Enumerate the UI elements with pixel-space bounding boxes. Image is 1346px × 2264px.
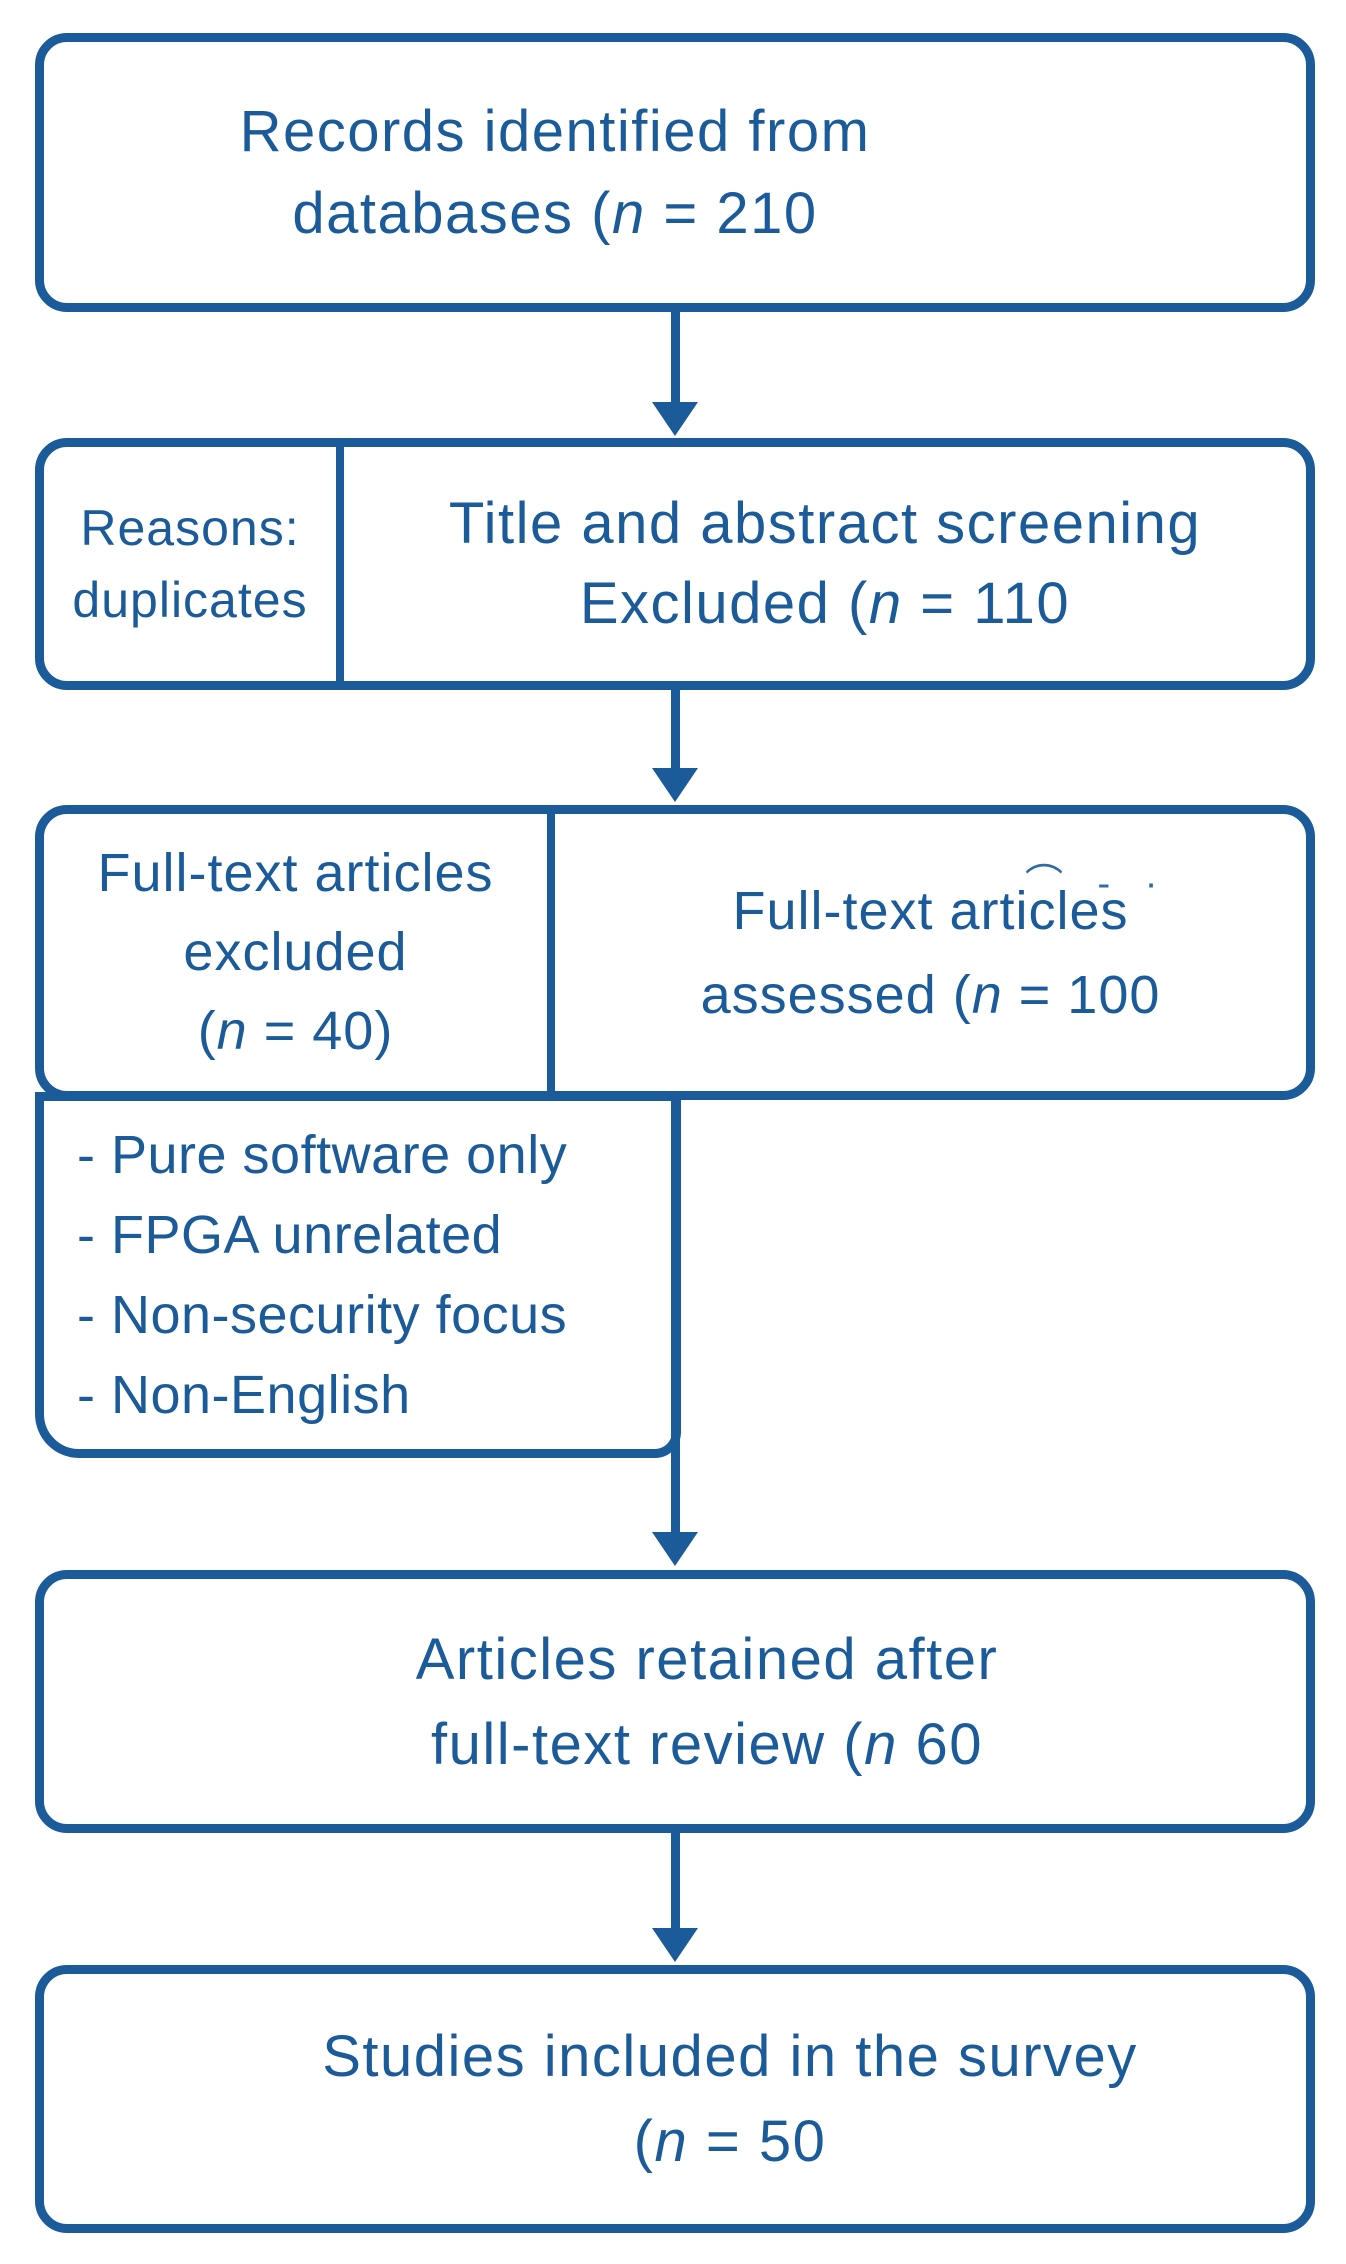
- assessed-line-1: Full-text articles: [732, 880, 1129, 941]
- text-segment: = 110: [902, 571, 1071, 636]
- exclusion-reason-item: - Pure software only: [77, 1125, 568, 1185]
- arrow-head: [652, 1532, 698, 1566]
- text-segment: assessed (: [700, 964, 972, 1025]
- arrow-down-icon: [652, 1833, 698, 1962]
- text-segment: databases (: [292, 180, 612, 246]
- records-identified-box: Records identified from databases (n = 2…: [35, 33, 1315, 312]
- included-text: Studies included in the survey (n = 50: [212, 2014, 1138, 2184]
- arrow-head: [652, 1928, 698, 1962]
- text-segment: Excluded (: [579, 571, 869, 636]
- exclusion-reasons-box: - Pure software only - FPGA unrelated - …: [35, 1092, 681, 1458]
- retained-text: Articles retained after full-text review…: [352, 1617, 999, 1787]
- screening-row-box: Reasons: duplicates Title and abstract s…: [35, 438, 1315, 690]
- exclusion-reason-item: - Non-security focus: [77, 1285, 568, 1345]
- included-line-2: (n = 50: [322, 2099, 1138, 2184]
- excluded-line-2: excluded: [183, 922, 408, 982]
- n-variable: n: [611, 180, 646, 246]
- exclusion-reason-item: - FPGA unrelated: [77, 1205, 503, 1265]
- arrow-stem: [670, 1100, 680, 1532]
- arrow-stem: [670, 1833, 680, 1928]
- n-variable: n: [216, 1001, 248, 1061]
- exclusion-reason-item: - Non-English: [77, 1365, 411, 1425]
- fulltext-excluded-cell: Full-text articles excluded (n = 40): [44, 814, 555, 1091]
- retained-box: Articles retained after full-text review…: [35, 1570, 1315, 1833]
- reasons-label-line-2: duplicates: [72, 572, 308, 628]
- n-variable: n: [971, 964, 1003, 1025]
- n-variable: n: [868, 571, 903, 636]
- arrow-head: [652, 402, 698, 436]
- arrow-down-icon: [652, 690, 698, 802]
- screening-reasons-label: Reasons: duplicates: [44, 447, 344, 681]
- assessed-line-2: assessed (n = 100: [701, 953, 1161, 1037]
- records-line-2: databases (n = 210: [240, 173, 871, 255]
- retained-line-1: Articles retained after: [415, 1626, 999, 1692]
- text-segment: = 210: [645, 180, 818, 246]
- screening-main-cell: Title and abstract screening Excluded (n…: [344, 447, 1306, 681]
- fulltext-row-box: Full-text articles excluded (n = 40) ⌒ -…: [35, 805, 1315, 1100]
- n-variable: n: [654, 2109, 689, 2174]
- n-variable: n: [864, 1711, 898, 1777]
- screening-line-1: Title and abstract screening: [448, 491, 1202, 556]
- arrow-head: [652, 768, 698, 802]
- screening-line-2: Excluded (n = 110: [580, 564, 1070, 644]
- text-segment: (: [633, 2109, 655, 2174]
- text-segment: 60: [897, 1711, 983, 1777]
- excluded-line-3: (n = 40): [198, 992, 394, 1071]
- text-segment: = 50: [688, 2109, 827, 2174]
- excluded-line-1: Full-text articles: [97, 843, 494, 903]
- retained-line-2: full-text review (n 60: [416, 1702, 999, 1787]
- arrow-stem: [670, 312, 680, 402]
- arrow-stem: [670, 690, 680, 768]
- included-line-1: Studies included in the survey: [322, 2024, 1138, 2089]
- reasons-label-line-1: Reasons:: [80, 500, 300, 556]
- records-line-1: Records identified from: [239, 98, 871, 164]
- text-segment: (: [197, 1001, 217, 1061]
- arrow-down-icon: [652, 312, 698, 436]
- records-text: Records identified from databases (n = 2…: [240, 91, 1111, 255]
- text-segment: full-text review (: [431, 1711, 865, 1777]
- arrow-down-icon: [652, 1100, 698, 1566]
- fulltext-assessed-cell: ⌒ - · Full-text articles assessed (n = 1…: [555, 814, 1306, 1091]
- text-segment: = 100: [1002, 964, 1161, 1025]
- render-artifact: ⌒ - ·: [1025, 863, 1170, 905]
- text-segment: = 40): [247, 1001, 394, 1061]
- included-box: Studies included in the survey (n = 50: [35, 1965, 1315, 2233]
